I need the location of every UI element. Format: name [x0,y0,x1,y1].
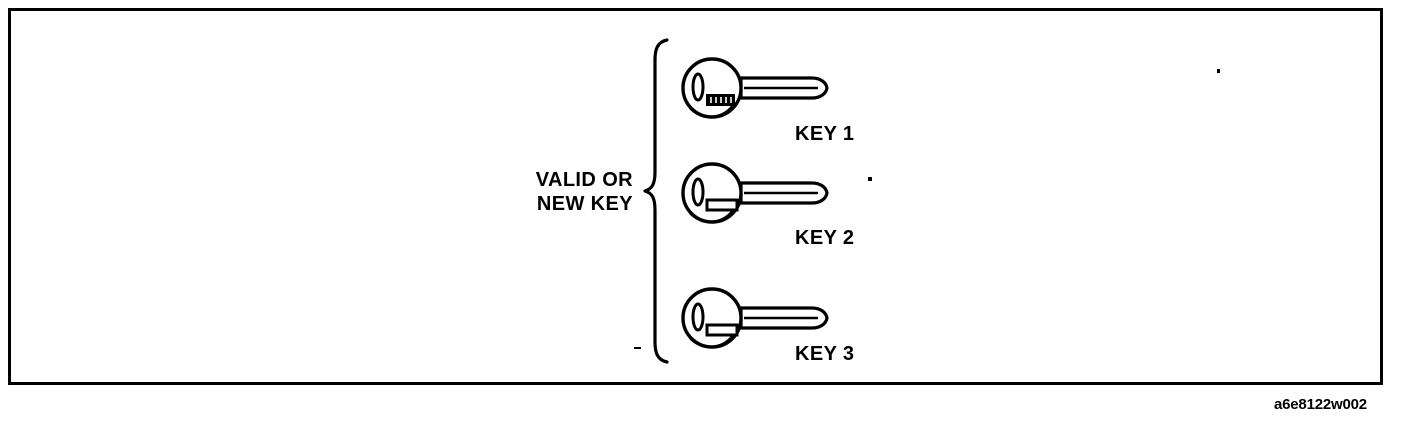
key-1-label: KEY 1 [795,123,855,145]
key-icon-2 [681,162,829,224]
key-3-label: KEY 3 [795,343,855,365]
scan-speck [634,347,641,349]
key-icon-3 [681,287,829,349]
bracket-label: VALID OR NEW KEY [535,169,633,215]
scan-speck [868,177,872,181]
scan-speck [1217,69,1220,73]
figure-caption: a6e8122w002 [1274,396,1367,413]
key-icon-1 [681,57,829,119]
grouping-brace [643,38,669,364]
key-2-label: KEY 2 [795,227,855,249]
figure-border [8,8,1383,385]
